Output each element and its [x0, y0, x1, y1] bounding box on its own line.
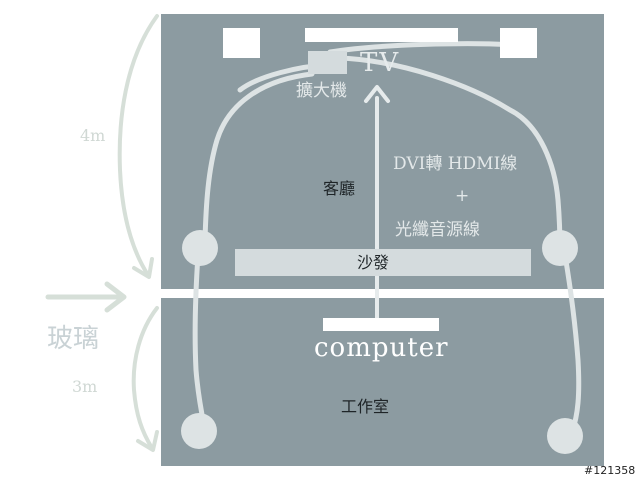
computer-desk: [323, 318, 439, 331]
cable-description-line2: 光纖音源線: [395, 220, 480, 240]
dimension-arc-living: [117, 14, 159, 277]
dimension-arrowhead-living: [132, 257, 154, 279]
sofa-label: 沙發: [357, 253, 390, 272]
left-speaker-study: [181, 413, 217, 449]
glass-arrowhead: [104, 281, 127, 313]
cable-plus-sign: +: [455, 186, 470, 206]
sofa: [235, 249, 531, 276]
right-speaker-study: [547, 418, 583, 454]
front-right-speaker: [500, 28, 537, 58]
cable-description-line1: DVI轉 HDMI線: [393, 154, 518, 174]
computer-label: computer: [314, 333, 449, 363]
front-left-speaker: [223, 28, 260, 58]
dimension-arrowhead-study: [136, 430, 159, 452]
living-room-label: 客廳: [323, 179, 356, 198]
tv-screen: [305, 28, 458, 42]
watermark: #121358: [584, 464, 636, 477]
study-room-label: 工作室: [341, 397, 390, 416]
glass-label: 玻璃: [47, 324, 100, 354]
rear-right-speaker-living: [542, 230, 578, 266]
study-room-dimension: 3m: [72, 377, 98, 396]
amplifier-label: 擴大機: [296, 81, 347, 101]
living-room-dimension: 4m: [80, 126, 106, 145]
tv-label: TV: [360, 48, 401, 78]
rear-left-speaker-living: [182, 230, 218, 266]
amplifier: [308, 51, 347, 74]
dimension-arc-study: [131, 306, 159, 450]
